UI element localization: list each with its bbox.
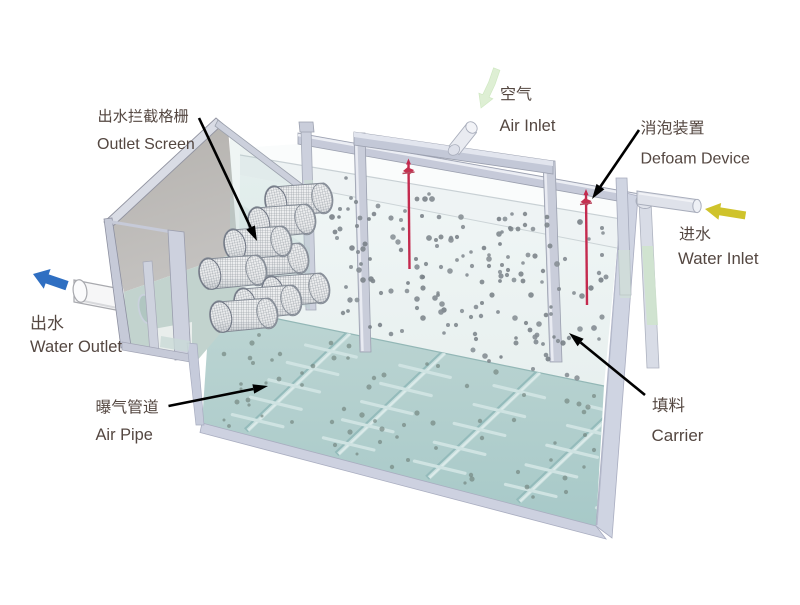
svg-text:Water Inlet: Water Inlet <box>678 249 759 268</box>
svg-text:Carrier: Carrier <box>652 426 704 445</box>
svg-text:Water Outlet: Water Outlet <box>30 338 122 356</box>
svg-text:Air Pipe: Air Pipe <box>96 426 153 444</box>
svg-text:Defoam Device: Defoam Device <box>641 151 750 168</box>
svg-text:Air Inlet: Air Inlet <box>500 117 556 135</box>
svg-text:Outlet Screen: Outlet Screen <box>97 136 195 153</box>
